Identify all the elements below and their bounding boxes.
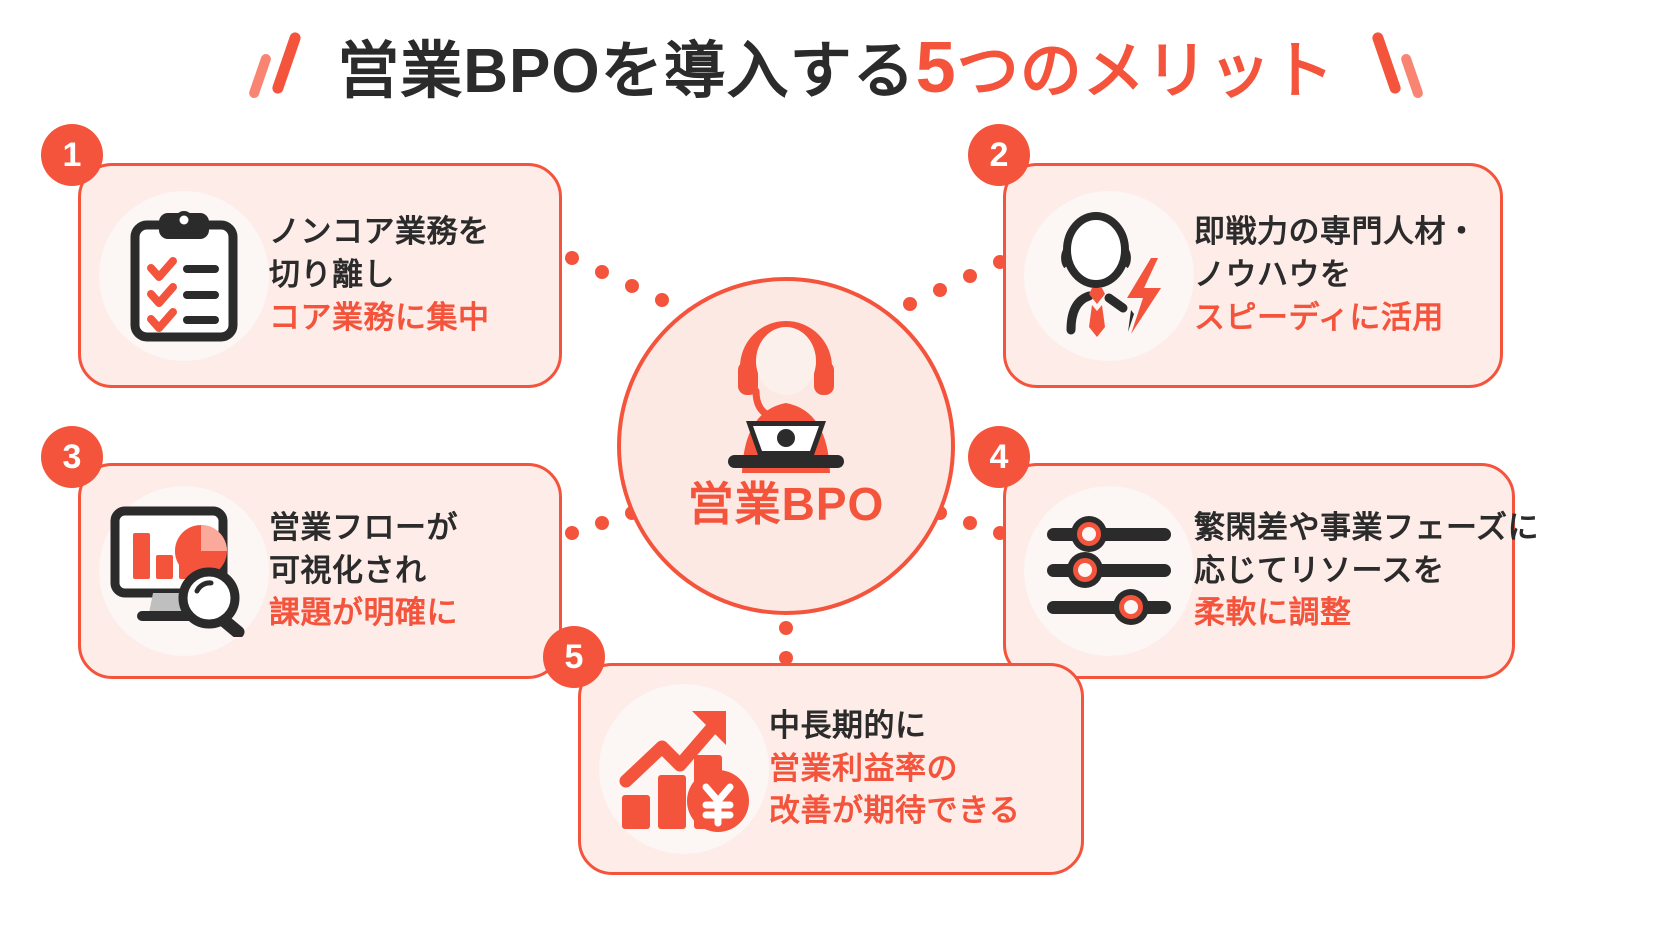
title-suffix: つのメリット bbox=[956, 37, 1335, 106]
title-count: 5 bbox=[915, 28, 957, 108]
sliders-settings-icon bbox=[1024, 486, 1194, 656]
hub-label: 営業BPO bbox=[687, 478, 885, 530]
card-5-text: 中長期的に 営業利益率の 改善が期待できる bbox=[769, 705, 1071, 833]
badge-number-4: 4 bbox=[968, 426, 1030, 488]
card-4-line-1: 繁閑差や事業フェーズに bbox=[1194, 509, 1539, 545]
title-text: 営業BPOを導入する5つのメリット bbox=[337, 32, 1334, 104]
card-2-line-2: ノウハウを bbox=[1194, 257, 1352, 293]
title-slash-right-icon bbox=[1361, 25, 1433, 111]
card-3-line-3: 課題が明確に bbox=[269, 595, 458, 631]
card-2-line-3: スピーディに活用 bbox=[1194, 299, 1444, 335]
benefit-card-3[interactable]: 3 営業フローが 可視化され 課題が明確に bbox=[41, 426, 562, 679]
page-title: 営業BPOを導入する5つのメリット bbox=[0, 18, 1672, 118]
card-4-line-2: 応じてリソースを bbox=[1194, 552, 1445, 588]
card-1-text: ノンコア業務を 切り離し コア業務に集中 bbox=[269, 211, 549, 339]
connector-card1 bbox=[565, 251, 699, 321]
person-tie-lightning-icon bbox=[1024, 190, 1194, 361]
card-2-line-1: 即戦力の専門人材・ bbox=[1194, 214, 1478, 250]
center-hub: 営業BPO bbox=[617, 277, 955, 615]
monitor-chart-magnifier-icon bbox=[99, 486, 269, 656]
card-1-line-1: ノンコア業務を bbox=[269, 214, 490, 250]
benefit-card-1[interactable]: 1 ノンコア業務を 切り離し コア業務に集中 bbox=[41, 124, 562, 388]
card-1-line-2: 切り離し bbox=[269, 257, 395, 293]
card-5-line-2: 営業利益率の bbox=[769, 750, 958, 786]
card-1-line-3: コア業務に集中 bbox=[269, 299, 490, 335]
benefit-card-5[interactable]: 5 中長期的に 営業利益率の 改善が期待できる bbox=[543, 626, 1084, 875]
headset-operator-laptop-icon bbox=[728, 321, 844, 473]
card-3-line-1: 営業フローが bbox=[269, 509, 458, 545]
title-slash-left-icon bbox=[239, 25, 311, 111]
card-5-line-3: 改善が期待できる bbox=[769, 793, 1021, 829]
benefit-card-4[interactable]: 4 繁閑差や事業フェーズに 応じてリソースを 柔軟に調整 bbox=[968, 426, 1538, 679]
card-4-text: 繁閑差や事業フェーズに 応じてリソースを 柔軟に調整 bbox=[1194, 507, 1539, 635]
badge-number-1: 1 bbox=[41, 124, 103, 186]
benefit-card-2[interactable]: 2 即戦力の専門人材・ ノウハウを スピーディに活用 bbox=[968, 124, 1503, 388]
title-prefix: 営業BPOを導入する bbox=[337, 37, 916, 106]
clipboard-checklist-icon bbox=[99, 190, 269, 361]
card-4-line-3: 柔軟に調整 bbox=[1194, 595, 1352, 631]
card-5-line-1: 中長期的に bbox=[769, 707, 927, 743]
badge-number-5: 5 bbox=[543, 626, 605, 688]
card-3-line-2: 可視化され bbox=[269, 552, 427, 588]
badge-number-2: 2 bbox=[968, 124, 1030, 186]
card-2-text: 即戦力の専門人材・ ノウハウを スピーディに活用 bbox=[1194, 211, 1490, 339]
badge-number-3: 3 bbox=[41, 426, 103, 488]
card-3-text: 営業フローが 可視化され 課題が明確に bbox=[269, 507, 549, 635]
growth-arrow-yen-icon bbox=[599, 684, 769, 854]
connector-card2 bbox=[875, 255, 1007, 325]
